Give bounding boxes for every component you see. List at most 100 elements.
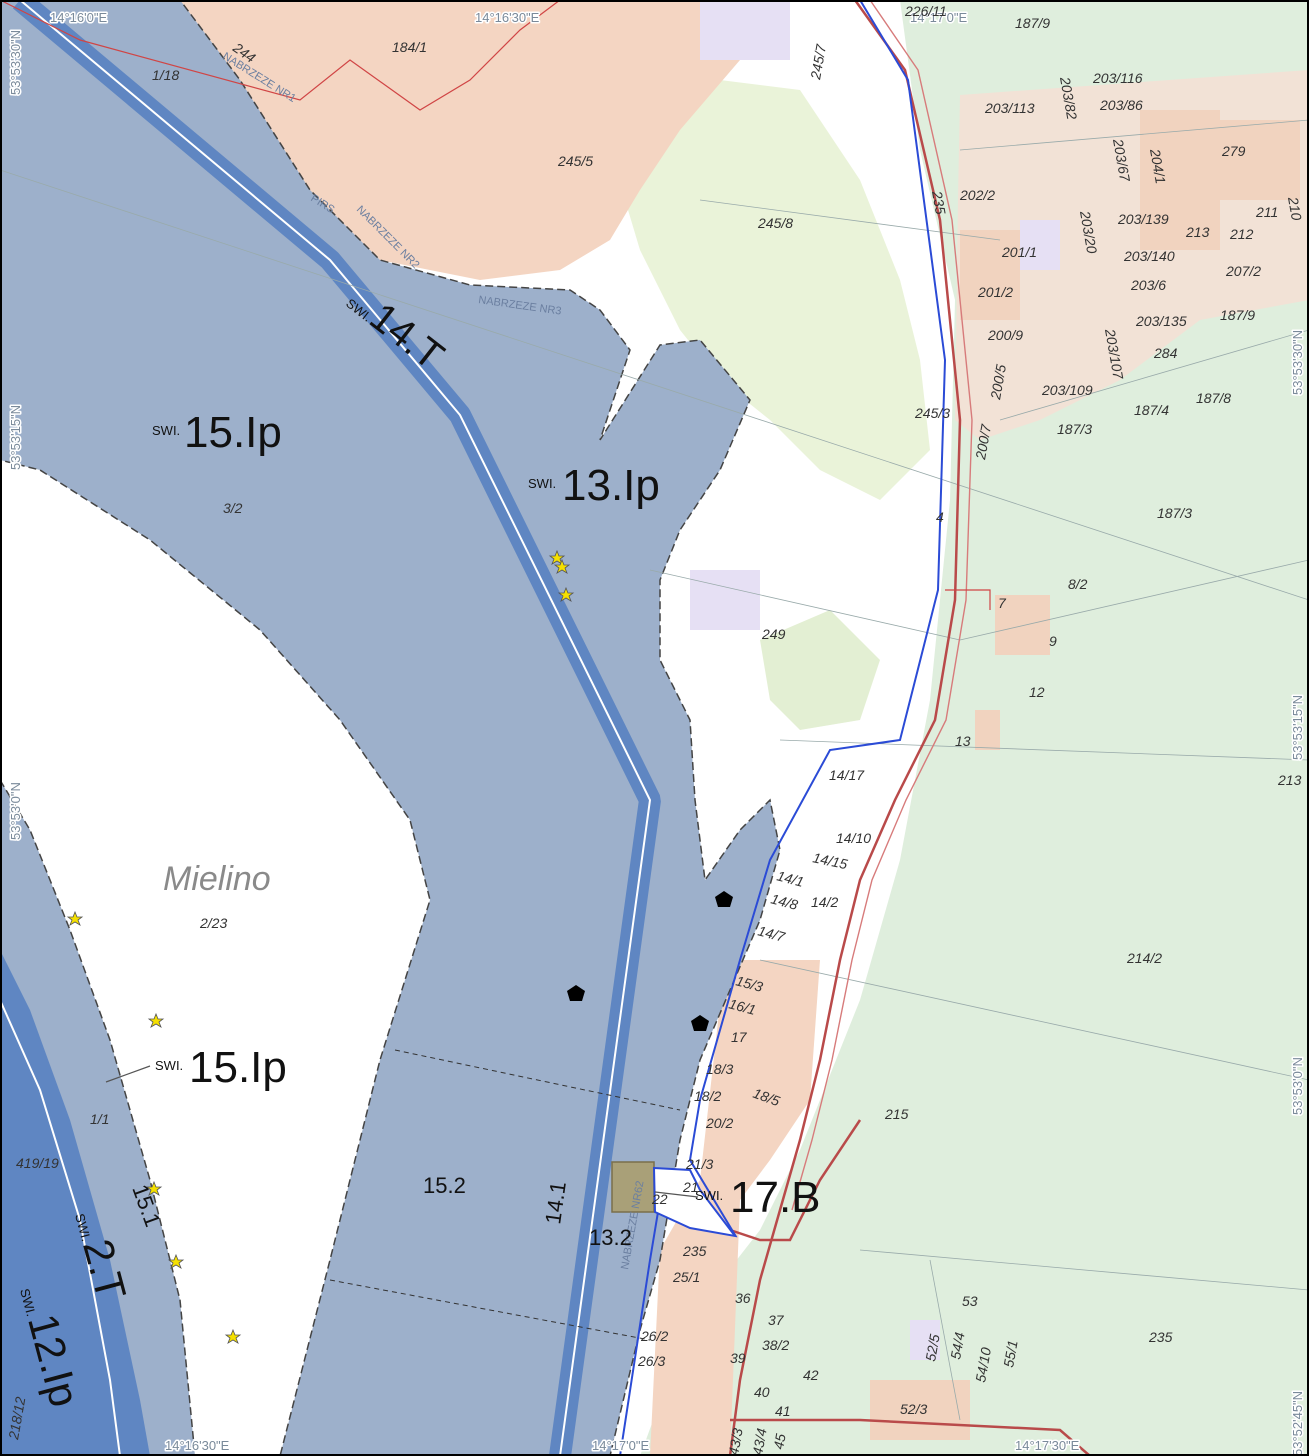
parcel-label: 21 — [682, 1179, 699, 1195]
urban-block — [1020, 220, 1060, 270]
road-east-branch — [729, 1119, 862, 1242]
zone-label-15Ip-north[interactable]: SWI. 15.Ip — [152, 408, 282, 457]
star-icon — [147, 1012, 165, 1028]
parcel-label: 203/135 — [1135, 313, 1187, 329]
urban-block — [995, 595, 1050, 655]
port-boundary-17B — [652, 1166, 738, 1238]
parcel-label: 218/12 — [5, 1395, 28, 1441]
star-icon — [66, 910, 84, 926]
parcel-label: 1/1 — [90, 1111, 109, 1127]
parcel-label: 13 — [955, 733, 971, 749]
parcel-label: 21/3 — [685, 1156, 713, 1172]
parcel-label: 55/1 — [1000, 1339, 1020, 1369]
zone-code: 13.Ip — [562, 461, 660, 510]
coord-left-1: 53°53'30"N — [8, 30, 23, 95]
parcel-label: 16/1 — [727, 995, 757, 1018]
swi-prefix: SWI. — [155, 1058, 183, 1073]
parcel-label: 26/3 — [637, 1353, 665, 1369]
star-icon — [548, 549, 566, 565]
parcel-label: 9 — [1049, 633, 1057, 649]
parcel-label: 201/1 — [1001, 244, 1037, 260]
urban-block — [700, 0, 790, 60]
zone-label-15Ip-south[interactable]: SWI. 15.Ip — [155, 1043, 287, 1092]
urban-area-southeast — [650, 960, 820, 1456]
zone-sub-15-2: 15.2 — [423, 1173, 466, 1198]
parcel-labels: 1/18 244 184/1 245/5 245/7 245/8 226/11 … — [5, 3, 1305, 1456]
pentagon-icon — [567, 985, 585, 1001]
leader-line-17B — [654, 1191, 699, 1198]
coord-top-3: 14°17'0"E — [910, 10, 967, 25]
parcel-label: 202/2 — [959, 187, 995, 203]
zone-label-13Ip[interactable]: SWI. 13.Ip — [528, 461, 660, 510]
parcel-label: 203/116 — [1092, 70, 1143, 86]
parcel-label: 245/3 — [914, 405, 950, 421]
swi-prefix: SWI. — [528, 476, 556, 491]
road-red-north — [0, 0, 561, 111]
parcel-label: 4 — [936, 509, 944, 525]
parcel-label: 207/2 — [1225, 263, 1261, 279]
zone-divider — [329, 1279, 651, 1341]
parcel-label: 203/82 — [1057, 75, 1080, 121]
parcel-label: 42 — [803, 1367, 819, 1383]
parcel-label: 20/2 — [705, 1115, 733, 1131]
parcel-label: 249 — [761, 626, 786, 642]
leader-line-15Ip — [105, 1065, 151, 1083]
parcel-label: 17 — [731, 1029, 748, 1045]
zone-sub-13-2: 13.2 — [589, 1225, 632, 1250]
star-icon — [553, 558, 571, 574]
parcel-label: 41 — [775, 1403, 791, 1419]
parcel-label: 15/3 — [734, 972, 765, 995]
river-water-main — [0, 0, 781, 1456]
zone-label-17B[interactable]: SWI. 17.B — [695, 1173, 821, 1222]
parcel-label: 187/3 — [1157, 505, 1192, 521]
parcel-label: 212 — [1229, 226, 1254, 242]
swi-prefix: SWI. — [695, 1188, 723, 1203]
zone-code: 15.Ip — [189, 1043, 287, 1092]
parcel-label: 200/5 — [987, 363, 1009, 401]
parcel-label: 36 — [735, 1290, 751, 1306]
zone-code: 17.B — [730, 1173, 821, 1222]
pentagon-icon — [691, 1015, 709, 1031]
coord-right-1: 53°53'30"N — [1290, 330, 1305, 395]
parcel-label: 211 — [1255, 204, 1278, 220]
zone-code: 15.Ip — [184, 408, 282, 457]
parcel-label: 210 — [1285, 195, 1305, 222]
coord-right-2: 53°53'15"N — [1290, 695, 1305, 760]
urban-block — [975, 710, 1000, 750]
parcel-label: 14/1 — [775, 867, 805, 890]
parcel-label: 200/7 — [972, 422, 994, 461]
parcel-label: 14/7 — [756, 922, 788, 945]
coord-bottom-1: 14°16'30"E — [165, 1438, 230, 1453]
parcel-label: 14/17 — [829, 767, 865, 783]
road-red-spur — [945, 589, 991, 610]
zone-sub-14-1: 14.1 — [540, 1180, 571, 1226]
coord-top-2: 14°16'30"E — [475, 10, 540, 25]
parcel-label: 18/2 — [694, 1088, 721, 1104]
pentagon-icon — [715, 891, 733, 907]
parcel-lines — [0, 119, 1309, 1421]
urban-block — [960, 230, 1020, 320]
star-icon — [557, 586, 575, 602]
parcel-label: 214/2 — [1126, 950, 1162, 966]
parcel-label: 245/8 — [757, 215, 793, 231]
parcel-label: 184/1 — [392, 39, 427, 55]
meadow-area — [610, 80, 930, 500]
parcel-label: 203/109 — [1041, 382, 1093, 398]
parcel-label: 187/4 — [1134, 402, 1169, 418]
parcel-label: 245/7 — [807, 42, 829, 81]
coord-right-4: 53°52'45"N — [1290, 1391, 1305, 1456]
road-red-secondary — [791, 0, 973, 1211]
star-icon — [167, 1253, 185, 1269]
parcel-label: 14/10 — [836, 830, 871, 846]
parcel-label: 203/113 — [984, 100, 1035, 116]
urban-block — [910, 1320, 940, 1360]
coord-left-2: 53°53'15"N — [8, 405, 23, 470]
parcel-label: 213 — [1185, 224, 1210, 240]
port-area-17B[interactable] — [611, 1161, 655, 1213]
parcel-label: 38/2 — [762, 1337, 789, 1353]
parcel-label: 203/6 — [1130, 277, 1166, 293]
parcel-label: 52/3 — [900, 1401, 927, 1417]
parcel-label: 419/19 — [16, 1155, 59, 1171]
